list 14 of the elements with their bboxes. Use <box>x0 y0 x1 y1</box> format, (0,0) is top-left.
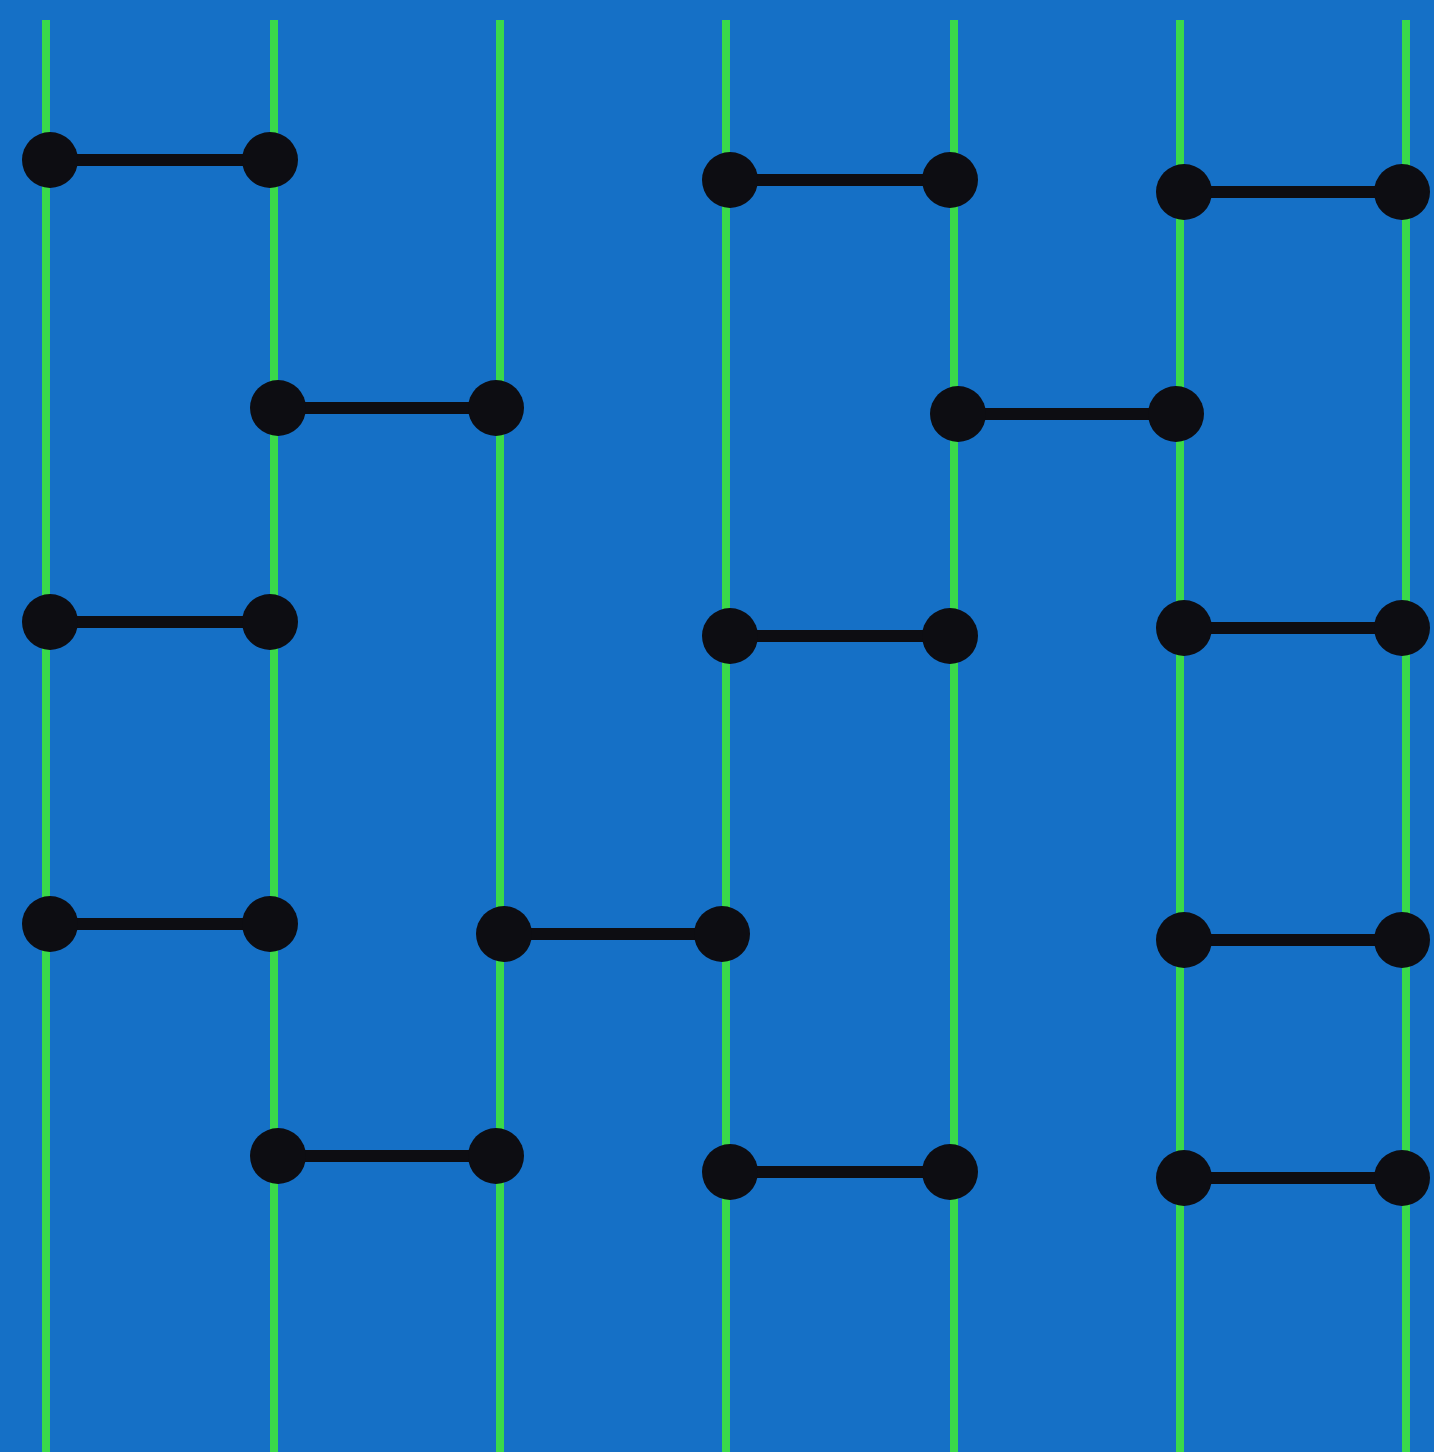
rung-connector <box>22 896 298 952</box>
rung-connector <box>250 1128 524 1184</box>
rung-connector <box>250 380 524 436</box>
rung-connector <box>1156 912 1430 968</box>
rung-connector <box>22 132 298 188</box>
rung-connector <box>930 386 1204 442</box>
rung-connector <box>1156 164 1430 220</box>
rung-connector <box>702 1144 978 1200</box>
rung-connector <box>476 906 750 962</box>
rung-connector <box>702 608 978 664</box>
rung-connector <box>702 152 978 208</box>
rung-connector <box>1156 1150 1430 1206</box>
rung-connector <box>22 594 298 650</box>
rung-connector <box>1156 600 1430 656</box>
